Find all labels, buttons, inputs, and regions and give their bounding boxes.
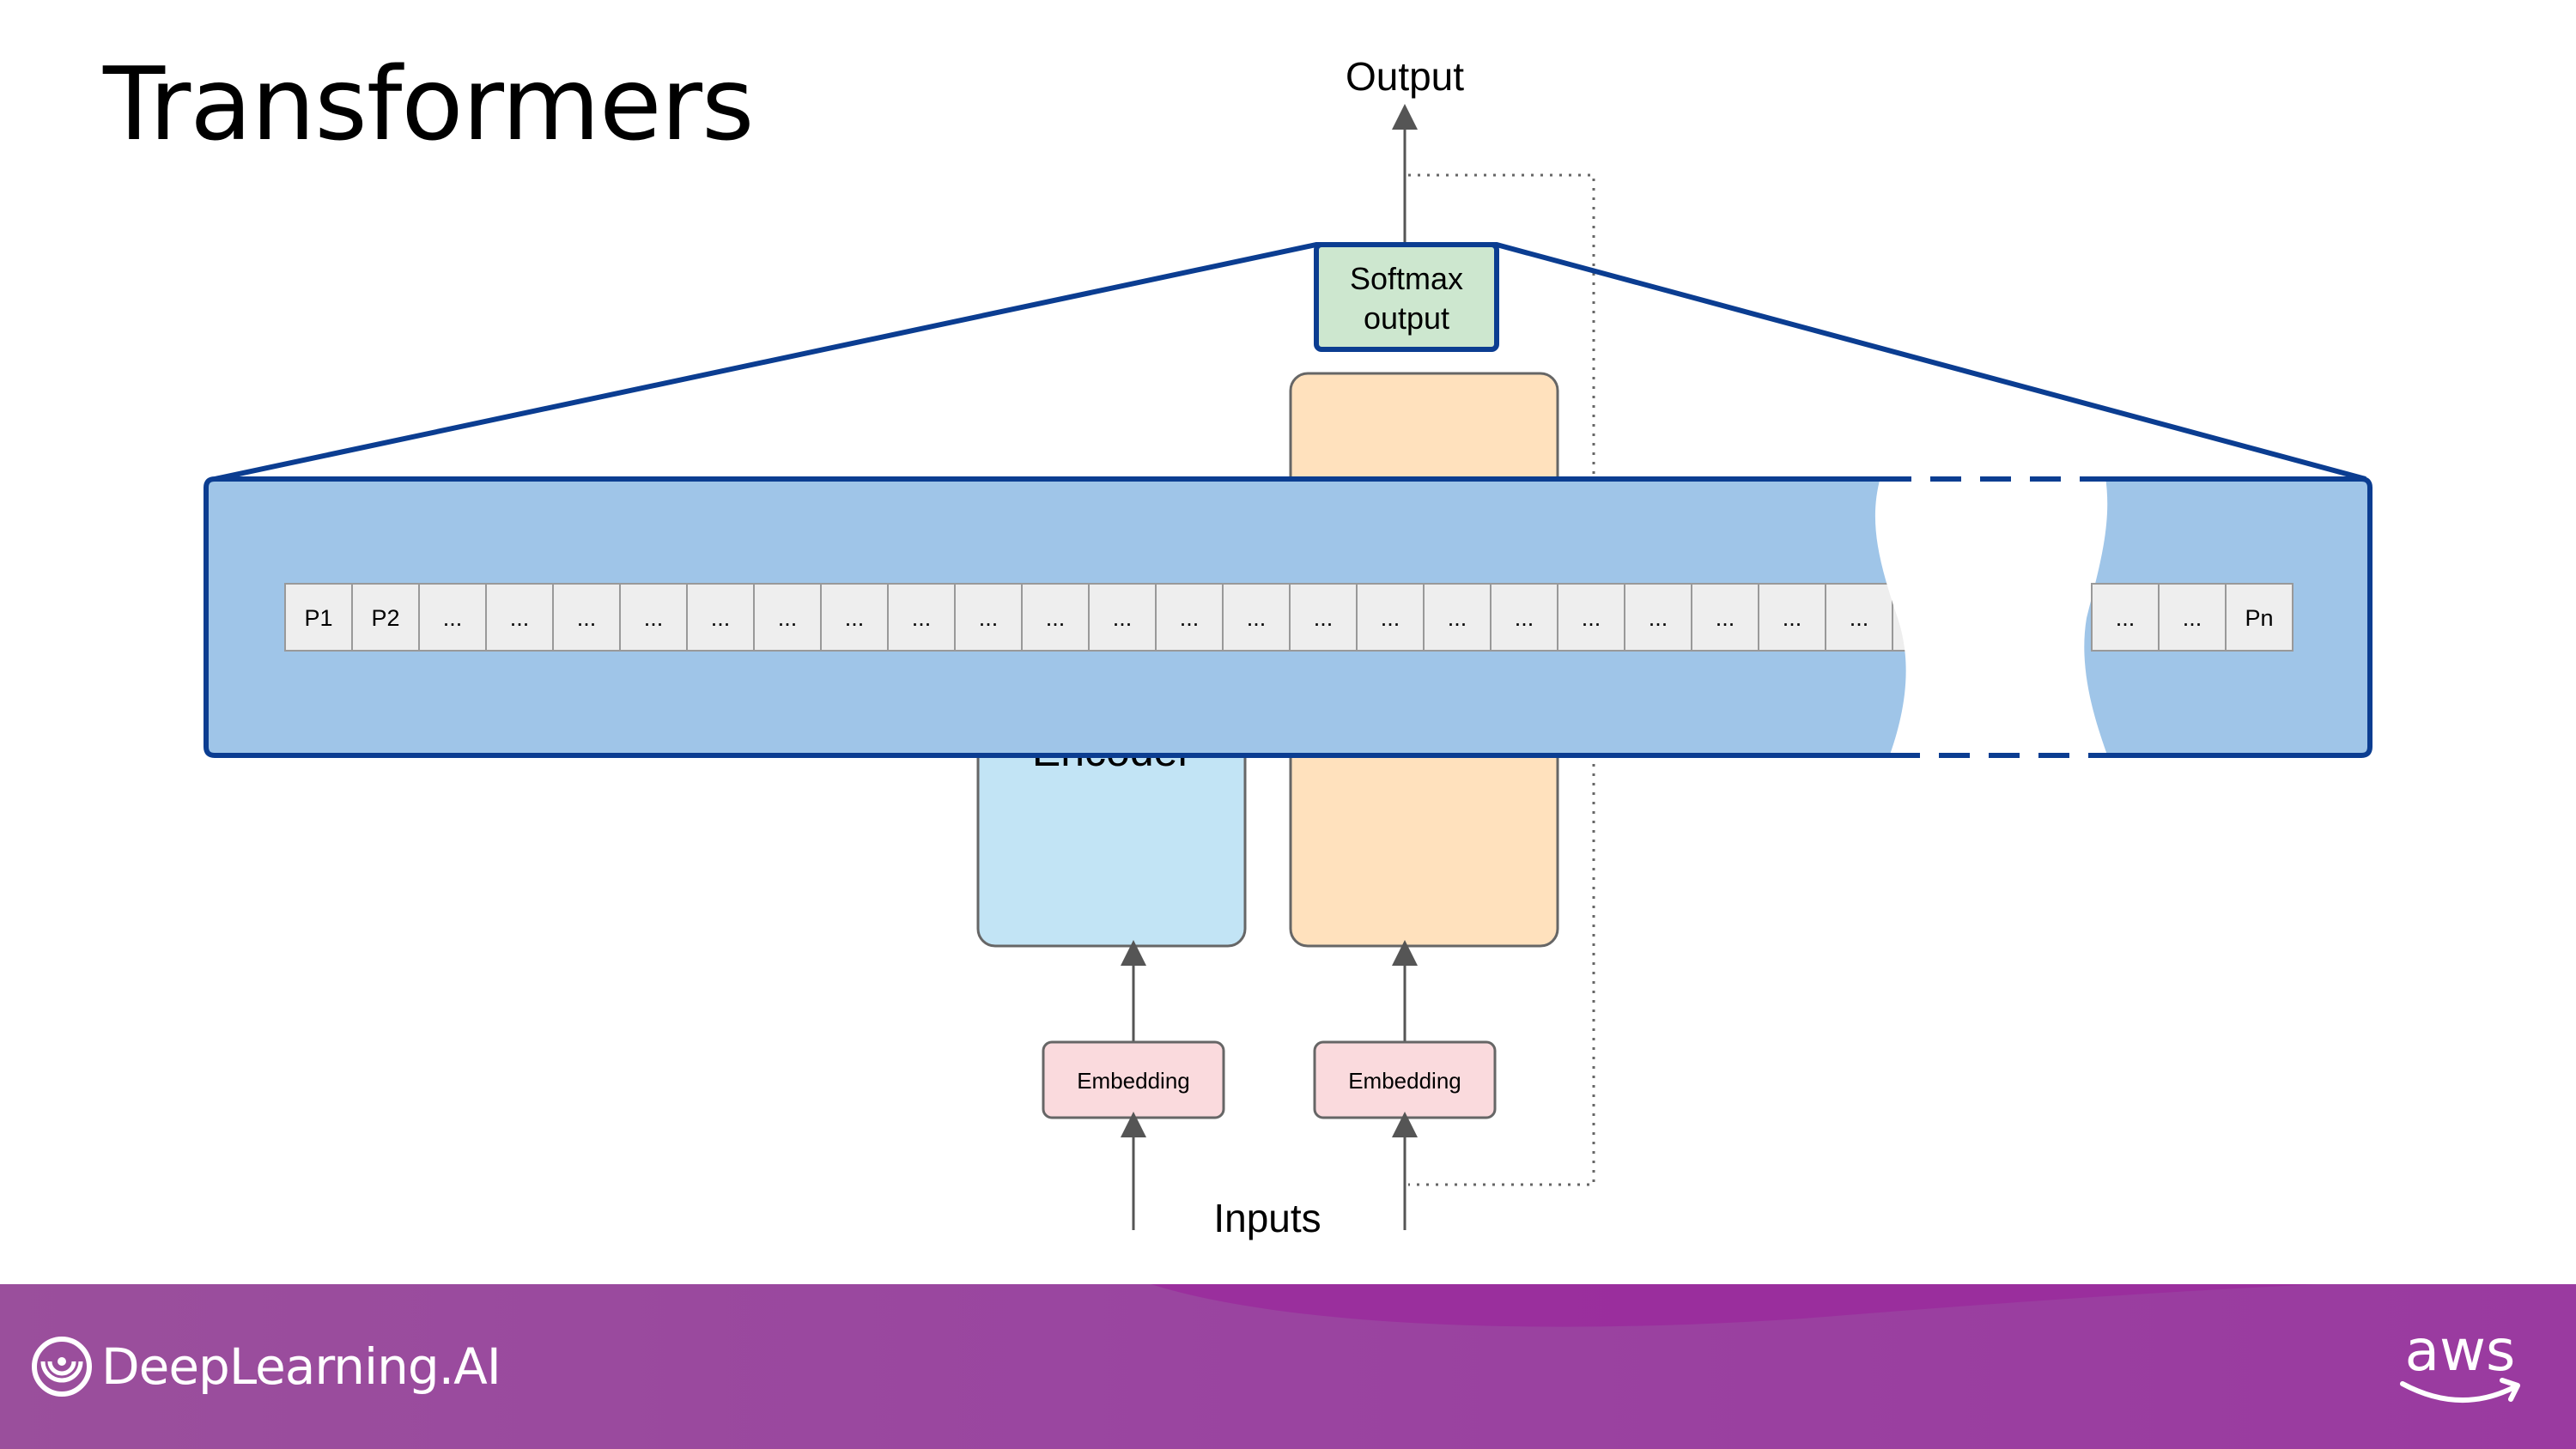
- sequence-cell-label: ...: [1247, 605, 1267, 631]
- embedding-right-label: Embedding: [1348, 1068, 1461, 1094]
- sequence-cell: [887, 583, 956, 652]
- softmax-output-box: [1314, 242, 1499, 352]
- band-border-right: [2105, 476, 2372, 758]
- slide-title: Transformers: [103, 45, 755, 163]
- sequence-cell: [1423, 583, 1492, 652]
- sequence-cell-label: ...: [979, 605, 999, 631]
- sequence-cell-label: ...: [510, 605, 530, 631]
- sequence-cell-label: ...: [1515, 605, 1534, 631]
- aws-logo-icon: aws: [2400, 1319, 2520, 1403]
- sequence-cell-label: ...: [1448, 605, 1467, 631]
- footer-bar: DeepLearning.AI aws: [0, 1284, 2576, 1449]
- sequence-cell: [1222, 583, 1291, 652]
- sequence-cell-label: ...: [912, 605, 932, 631]
- footer-wave: [1151, 1284, 2318, 1327]
- sequence-cell: [1490, 583, 1558, 652]
- sequence-cell-label: ...: [1850, 605, 1869, 631]
- sequence-cell: [1356, 583, 1425, 652]
- sequence-cell: [2225, 583, 2293, 652]
- sequence-cell-label: ...: [1314, 605, 1334, 631]
- sequence-cell-label: ...: [443, 605, 463, 631]
- sequence-cell-label: ...: [1180, 605, 1200, 631]
- sequence-cell-label: ...: [711, 605, 731, 631]
- sequence-cell-label: ...: [1381, 605, 1400, 631]
- sequence-cell-label: ...: [1113, 605, 1133, 631]
- sequence-cell: [1758, 583, 1826, 652]
- sequence-cell-label: ...: [778, 605, 798, 631]
- sequence-cell-label: ...: [1716, 605, 1735, 631]
- sequence-cell-label: P1: [304, 605, 332, 631]
- torn-gap: [1874, 477, 2108, 757]
- softmax-label-line1: Softmax: [1350, 261, 1463, 296]
- softmax-label-line2: output: [1364, 300, 1449, 336]
- sequence-cell-label: ...: [577, 605, 597, 631]
- sequence-cell: [485, 583, 554, 652]
- sequence-cell: [753, 583, 822, 652]
- aws-wordmark: aws: [2405, 1319, 2516, 1384]
- sequence-cell: [619, 583, 688, 652]
- deeplearning-ai-logo: DeepLearning.AI: [31, 1332, 501, 1401]
- sequence-cell: [2158, 583, 2227, 652]
- sequence-cell: [351, 583, 420, 652]
- sequence-cell-label: ...: [644, 605, 664, 631]
- sequence-cell-label: ...: [1582, 605, 1601, 631]
- sequence-cell-label: P2: [371, 605, 399, 631]
- sequence-cells-right: ...... Pn: [2091, 583, 2293, 652]
- sequence-cells-left: P1 P2....................................…: [284, 583, 1960, 652]
- sequence-cell-label: ...: [1649, 605, 1668, 631]
- deeplearning-ai-wordmark: DeepLearning.AI: [101, 1337, 501, 1396]
- sequence-cell: [418, 583, 487, 652]
- sequence-cell: [1289, 583, 1358, 652]
- sequence-cell: [1825, 583, 1893, 652]
- sequence-cell-label: ...: [1046, 605, 1066, 631]
- sequence-cell: [686, 583, 755, 652]
- deeplearning-ai-logo-icon: [32, 1337, 92, 1397]
- inputs-label: Inputs: [1213, 1196, 1321, 1240]
- sequence-cell: [1088, 583, 1157, 652]
- sequence-cell: [1021, 583, 1090, 652]
- sequence-cell-label: ...: [1783, 605, 1802, 631]
- band-border-left: [204, 476, 1889, 758]
- sequence-cell-label: Pn: [2245, 605, 2273, 631]
- sequence-cell-label: ...: [2116, 605, 2136, 631]
- sequence-cell: [954, 583, 1023, 652]
- embedding-left-label: Embedding: [1077, 1068, 1190, 1094]
- sequence-cell-label: ...: [2183, 605, 2202, 631]
- sequence-cell: [552, 583, 621, 652]
- sequence-cell: [820, 583, 889, 652]
- output-label: Output: [1346, 54, 1464, 99]
- sequence-cell: [1557, 583, 1625, 652]
- sequence-cell-label: ...: [845, 605, 865, 631]
